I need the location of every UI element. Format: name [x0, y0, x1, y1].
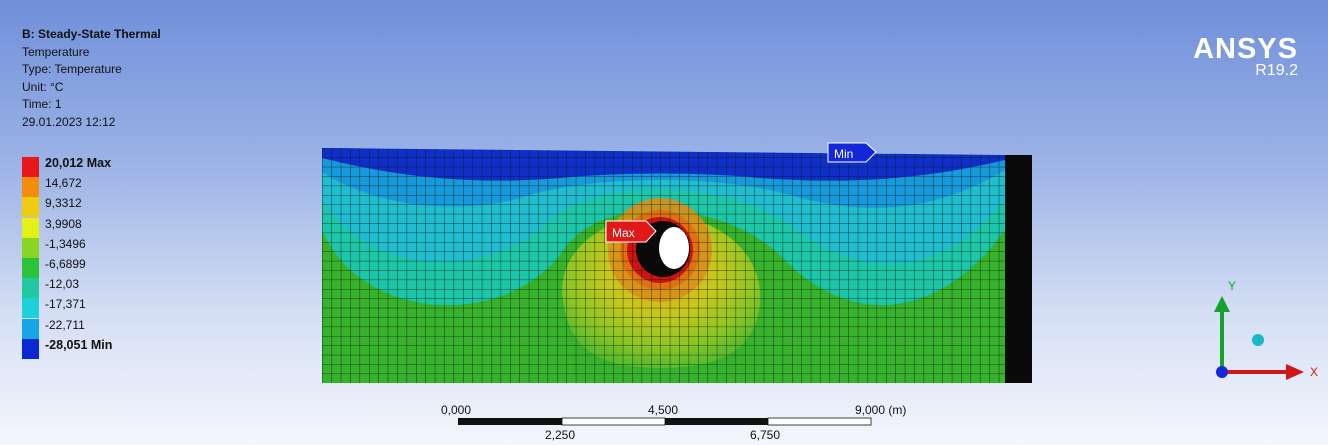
result-name: Temperature [22, 44, 90, 59]
legend-swatch [22, 318, 39, 339]
brand-name: ANSYS [1193, 33, 1298, 65]
legend-label: 20,012 Max [45, 156, 112, 170]
scale-label-4500: 4,500 [648, 403, 679, 417]
max-probe-label: Max [612, 226, 635, 240]
max-probe[interactable]: Max [605, 220, 657, 243]
legend-swatch [22, 237, 39, 258]
legend-swatch [22, 278, 39, 299]
legend-swatch [22, 157, 39, 177]
legend-swatch [22, 298, 39, 319]
result-time: Time: 1 [22, 97, 62, 111]
min-probe[interactable]: Min [827, 142, 877, 163]
legend-swatch [22, 197, 39, 218]
coordinate-triad[interactable]: Y X [1200, 280, 1320, 385]
legend-label: -28,051 Min [45, 337, 113, 352]
legend-swatch [22, 217, 39, 238]
iso-view-sphere[interactable] [1252, 334, 1264, 346]
result-date: 29.01.2023 12:12 [22, 114, 116, 129]
ansys-logo: ANSYS R19.2 [1193, 34, 1298, 79]
legend-label: 14,672 [45, 176, 82, 191]
legend-swatch [22, 258, 39, 278]
scale-bar [458, 417, 872, 426]
result-info: B: Steady-State Thermal Temperature Type… [22, 26, 161, 131]
min-probe-label: Min [834, 147, 853, 161]
scale-label-6750: 6,750 [750, 428, 781, 442]
legend-label: 9,3312 [45, 196, 82, 211]
result-unit: Unit: °C [22, 79, 64, 94]
x-axis-label: X [1310, 365, 1318, 379]
y-axis-label: Y [1228, 280, 1236, 293]
legend-label: -12,03 [45, 277, 80, 292]
legend-label: 3,9908 [45, 216, 82, 231]
scale-label-9000: 9,000 (m) [855, 403, 907, 417]
legend-swatch [22, 177, 39, 198]
scale-label-2250: 2,250 [545, 428, 576, 442]
result-type: Type: Temperature [22, 62, 122, 76]
legend-label: -6,6899 [45, 257, 86, 271]
scale-label-0: 0,000 [441, 403, 472, 417]
analysis-title: B: Steady-State Thermal [22, 27, 161, 41]
legend-swatch [22, 338, 39, 359]
brand-version: R19.2 [1255, 62, 1298, 79]
legend-label: -17,371 [45, 297, 86, 312]
legend-label: -22,711 [45, 317, 85, 332]
origin-dot [1216, 366, 1228, 378]
legend-label: -1,3496 [45, 236, 86, 251]
